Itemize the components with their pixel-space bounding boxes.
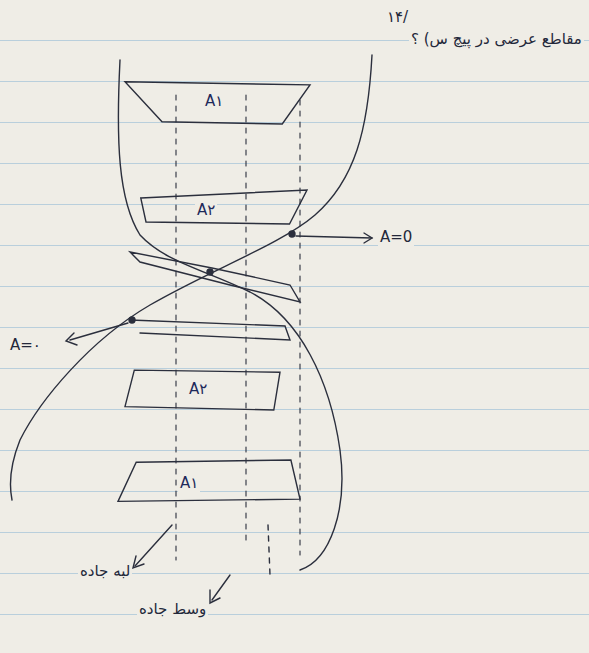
cross-section: A۱ [125, 78, 310, 124]
section-outline [132, 190, 307, 230]
area-label: A۱ [203, 93, 225, 110]
cross-section: A۲ [125, 368, 280, 410]
area-label: A۱ [178, 475, 200, 492]
road-center-note: وسط جاده [137, 600, 208, 618]
cross-section: A۱ [118, 460, 300, 506]
area-label: A۲ [195, 202, 217, 219]
cross-section: A۲ [132, 190, 307, 230]
page-number: ۱۴/ [385, 8, 410, 26]
section-outline [118, 460, 300, 506]
area-label: A۲ [187, 381, 209, 398]
road-edge-note: لبه جاده [78, 562, 132, 580]
zero-area-note: A=0 [378, 228, 414, 246]
sketch-title: مقاطع عرضی در پیچ س) ؟ [409, 30, 584, 48]
zero-area-note: A=۰ [8, 336, 43, 354]
